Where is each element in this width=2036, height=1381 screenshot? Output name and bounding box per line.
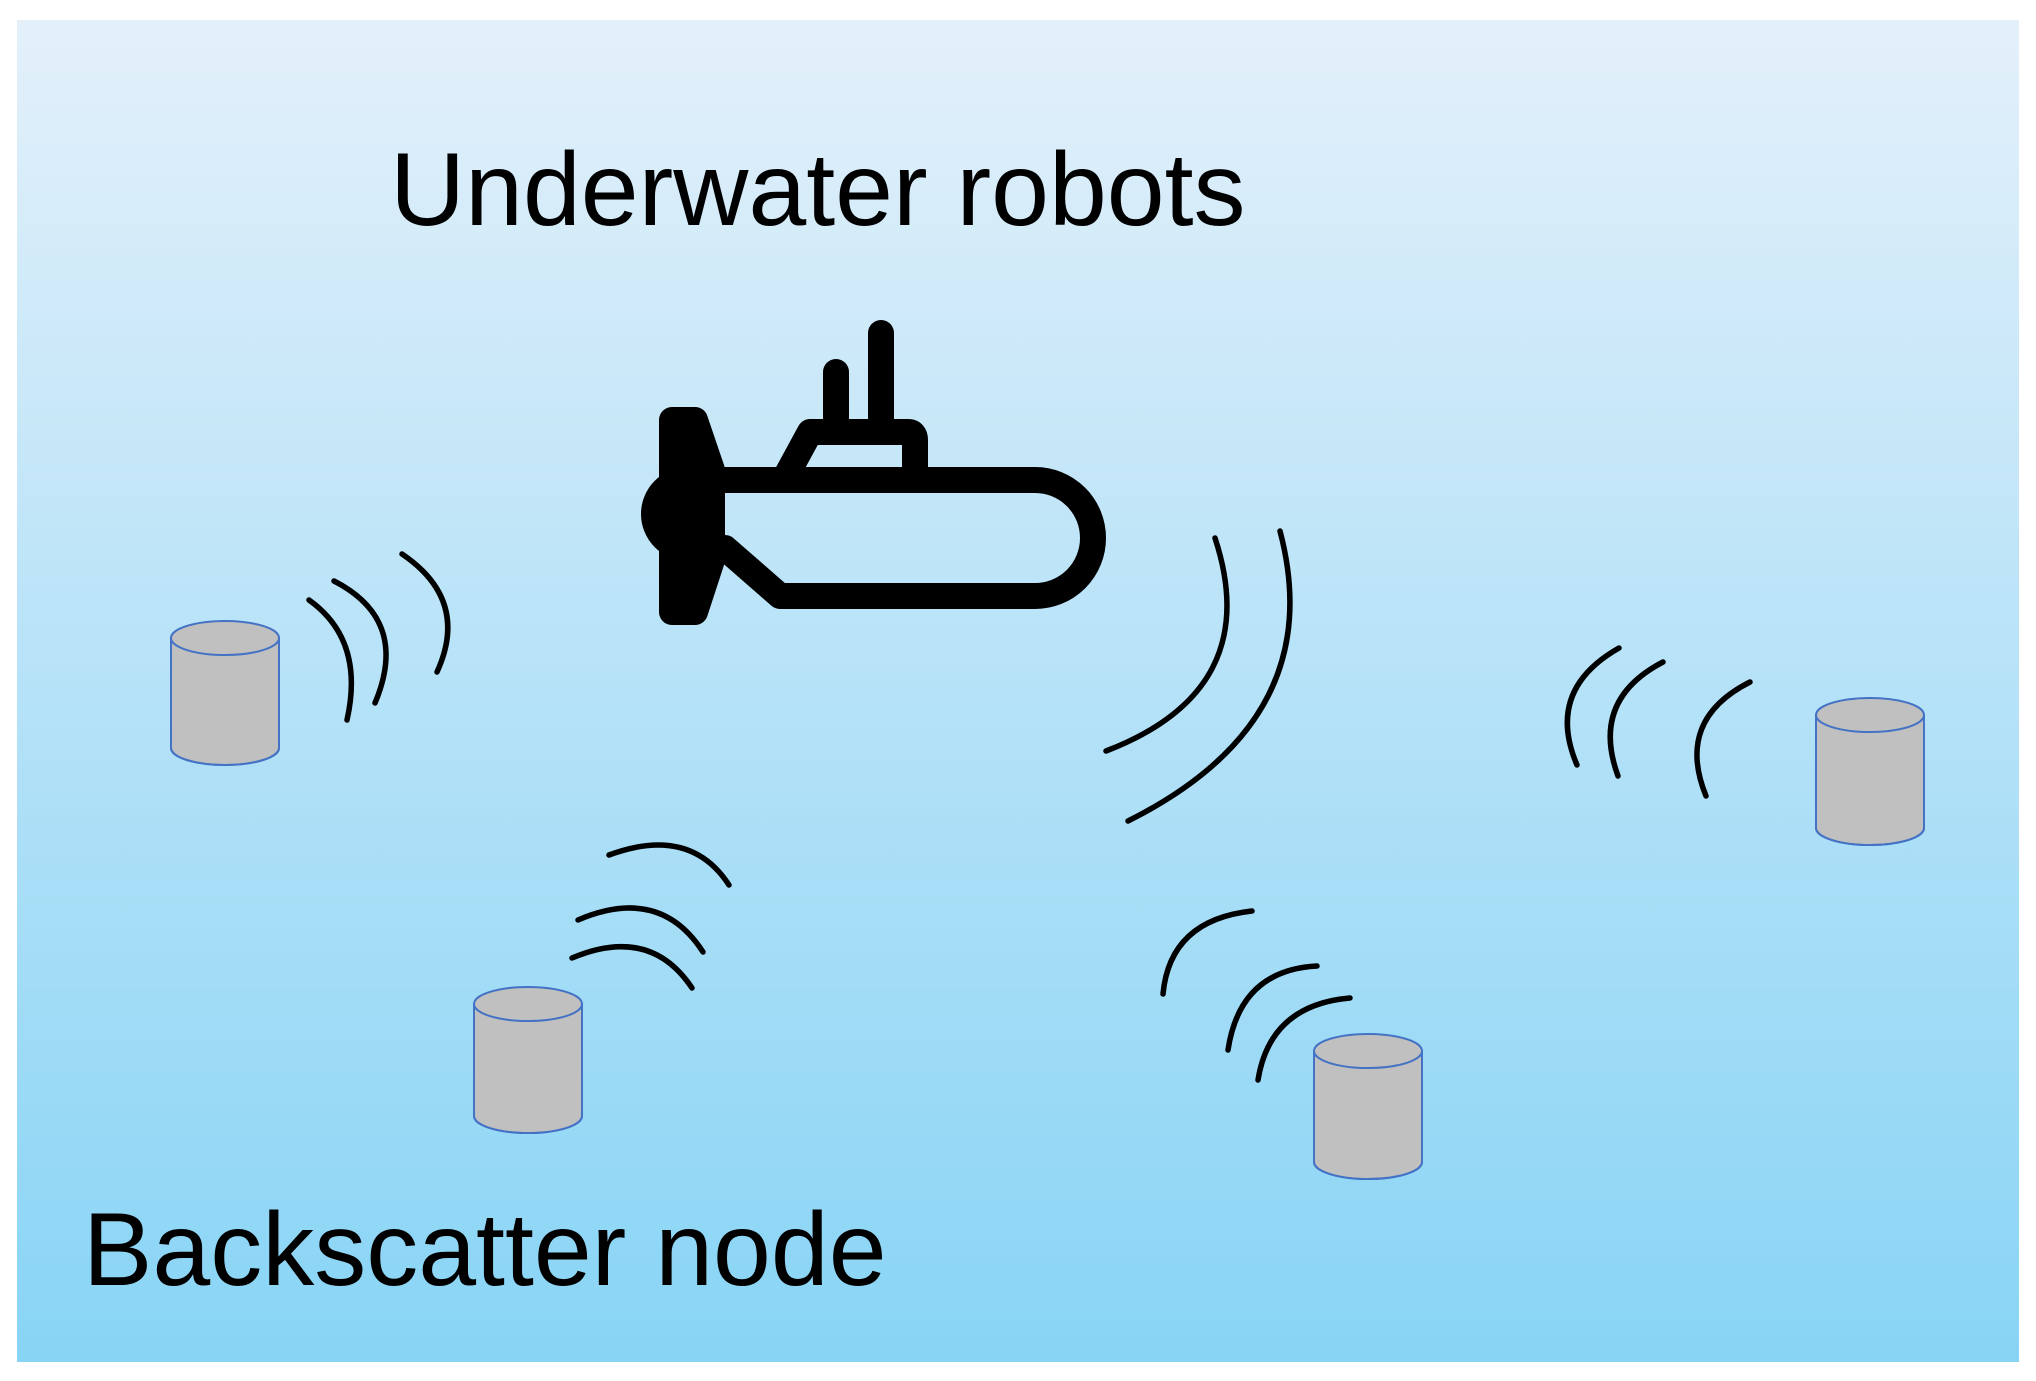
backscatter-node-label: Backscatter node [83,1192,887,1308]
robots-label: Underwater robots [390,132,1246,248]
signal-wave-icon-bottom-left [569,842,732,991]
backscatter-node-bottom-center [1313,1033,1423,1180]
submarine-icon [641,320,1106,625]
backscatter-node-bottom-left [473,986,583,1134]
backscatter-node-right [1815,697,1925,846]
signal-wave-icon-bottom-center [1160,908,1353,1083]
signal-wave-icon-right [1564,645,1753,799]
signal-wave-icon-submarine [1103,528,1293,824]
backscatter-node-left [170,620,280,766]
signal-wave-icon-left [306,551,451,723]
